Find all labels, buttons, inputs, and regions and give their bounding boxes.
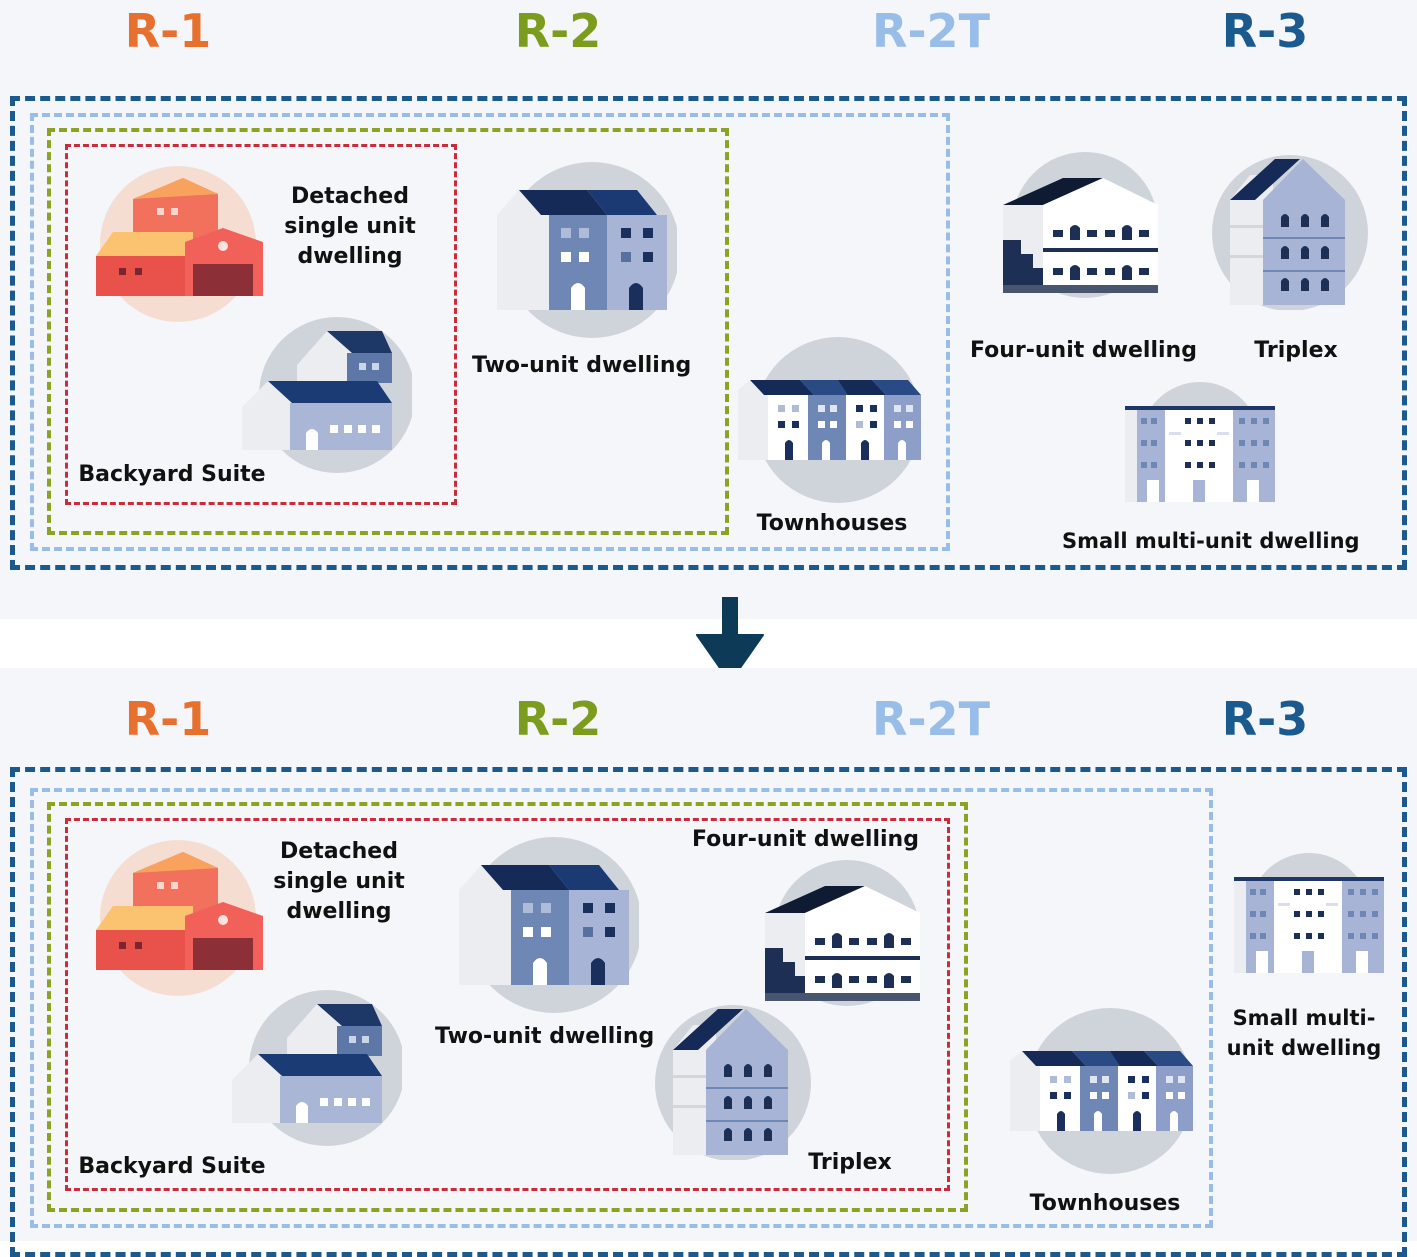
zone-label-r3: R-3 [1221,692,1309,746]
caption-backyard: Backyard Suite [78,462,266,487]
caption-townhouses: Townhouses [756,511,908,536]
zone-label-r2t: R-2T [872,692,990,746]
zone-label-r2t: R-2T [872,4,990,58]
zone-label-r3: R-3 [1221,4,1309,58]
townhouses-icon [738,335,923,505]
two-unit-dwelling-icon [459,835,639,1015]
caption-triplex: Triplex [808,1150,892,1175]
caption-backyard: Backyard Suite [78,1154,266,1179]
caption-detached: Detached single unit dwelling [284,184,416,269]
triplex-icon [1205,155,1375,310]
detached-house-icon [93,838,263,998]
triplex-icon [648,1005,818,1160]
four-unit-dwelling-icon [765,858,925,1008]
caption-detached: Detached single unit dwelling [273,839,405,924]
zone-box-r2 [47,802,968,1212]
panel-after: R-1 R-2 R-2T R-3 Detached single unit dw… [0,668,1417,1257]
caption-two-unit: Two-unit dwelling [472,353,692,378]
backyard-suite-icon [242,315,412,475]
zone-label-r1: R-1 [124,692,212,746]
four-unit-dwelling-icon [1003,150,1163,300]
zone-label-r2: R-2 [514,692,602,746]
detached-house-icon [93,164,263,324]
zone-box-r2 [47,128,729,535]
small-multi-unit-icon [1125,382,1275,502]
zone-box-r1 [65,144,457,505]
arrow-down-icon [695,597,765,679]
caption-small-multi: Small multi-unit dwelling [1062,529,1360,553]
caption-small-multi: Small multi-unit dwelling [1226,1006,1382,1060]
zone-box-r3 [10,96,1407,570]
small-multi-unit-icon [1234,853,1384,973]
caption-townhouses: Townhouses [1029,1191,1181,1216]
panel-before: R-1 R-2 R-2T R-3 Detached single unit dw… [0,0,1417,619]
caption-four-unit: Four-unit dwelling [970,338,1197,363]
two-unit-dwelling-icon [497,160,677,340]
zone-box-r1 [65,818,950,1191]
townhouses-icon [1010,1006,1195,1176]
zone-box-r2t [30,113,950,551]
caption-four-unit: Four-unit dwelling [692,827,919,852]
zone-label-r2: R-2 [514,4,602,58]
zone-label-r1: R-1 [124,4,212,58]
caption-triplex: Triplex [1254,338,1338,363]
caption-two-unit: Two-unit dwelling [435,1024,655,1049]
zone-box-r2t [30,788,1213,1228]
backyard-suite-icon [232,988,402,1148]
